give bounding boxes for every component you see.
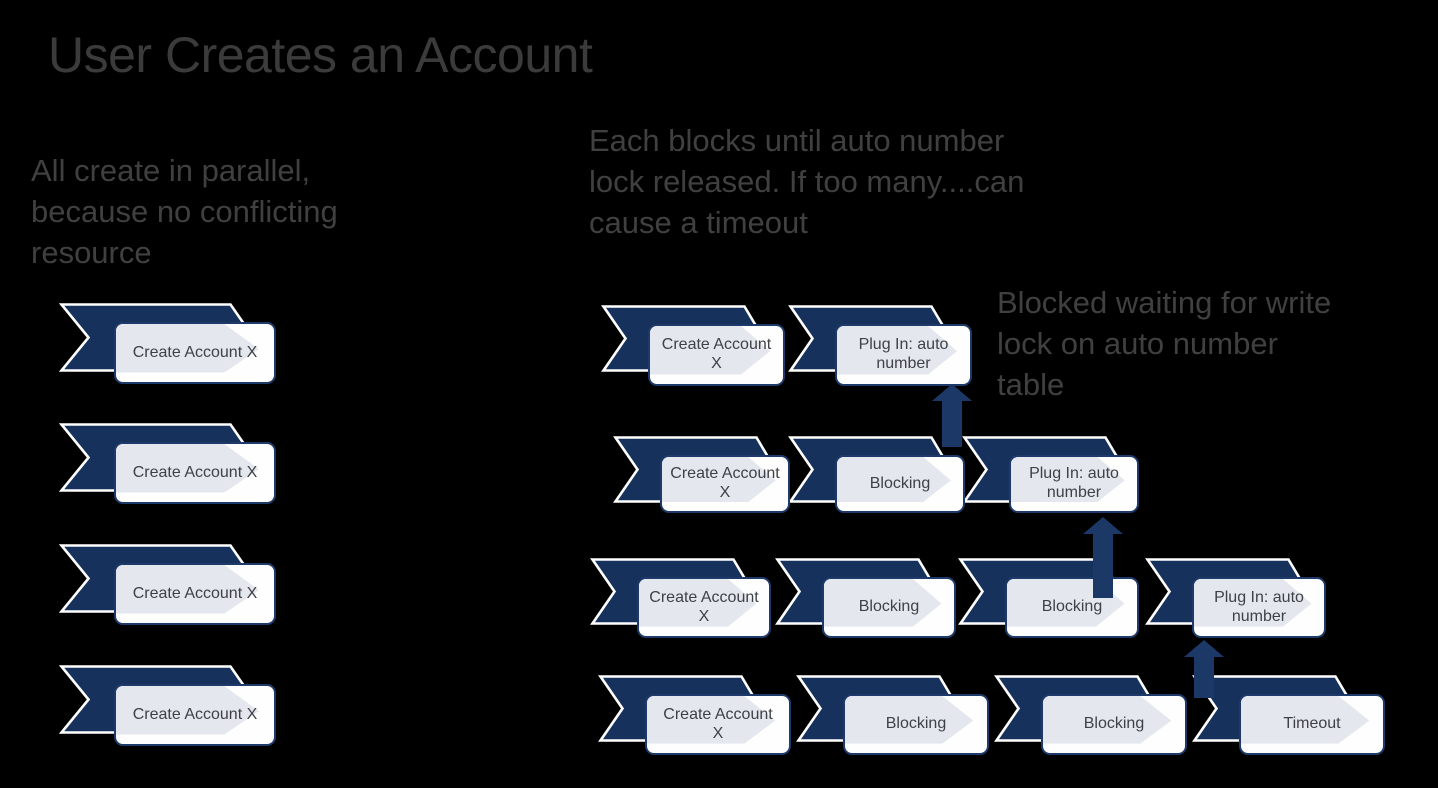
- process-step-label: Create Account X: [661, 336, 772, 372]
- process-step-box: Create Account X: [114, 322, 276, 384]
- process-step-label: Plug In: auto number: [1214, 588, 1304, 625]
- process-step-box: Create Account X: [660, 455, 790, 513]
- process-step-box: Plug In: auto number: [835, 324, 972, 386]
- process-step-box: Create Account X: [648, 324, 785, 386]
- process-step-label: Blocking: [869, 474, 931, 492]
- process-step-box: Create Account X: [114, 563, 276, 625]
- process-step-box: Plug In: auto number: [1009, 455, 1139, 513]
- process-step-box: Blocking: [1041, 694, 1187, 755]
- process-step-label: Blocking: [1041, 598, 1103, 616]
- annotation-blocking-note: Each blocks until auto number lock relea…: [589, 123, 1025, 240]
- process-step-box: Blocking: [822, 577, 956, 638]
- process-step-box: Create Account X: [645, 694, 791, 755]
- process-step-label: Create Account X: [132, 343, 258, 361]
- process-step-label: Create Account X: [132, 705, 258, 723]
- process-step-box: Blocking: [835, 455, 965, 513]
- chevron-watermark: [116, 444, 259, 493]
- chevron-watermark: [1241, 696, 1370, 744]
- arrow-row2-to-row1-plugin-icon: [932, 384, 972, 447]
- chevron-watermark: [116, 324, 259, 373]
- chevron-watermark: [837, 326, 958, 375]
- process-step-box: Timeout: [1239, 694, 1385, 755]
- chevron-watermark: [639, 579, 757, 627]
- process-step-label: Plug In: auto number: [858, 336, 949, 372]
- annotation-parallel-note: All create in parallel, because no confl…: [31, 153, 338, 270]
- process-step-label: Plug In: auto number: [1029, 465, 1119, 501]
- slide-title: User Creates an Account: [48, 27, 593, 83]
- chevron-watermark: [824, 579, 942, 627]
- process-step-box: Create Account X: [114, 442, 276, 504]
- chevron-watermark: [1043, 696, 1172, 744]
- process-step-label: Blocking: [1083, 715, 1145, 733]
- chevron-watermark: [647, 696, 776, 744]
- chevron-watermark: [837, 457, 951, 503]
- chevron-watermark: [116, 565, 259, 614]
- process-step-label: Timeout: [1283, 715, 1341, 733]
- process-step-label: Create Account X: [132, 463, 258, 481]
- process-step-label: Create Account X: [663, 705, 773, 742]
- chevron-watermark: [662, 457, 776, 503]
- process-step-label: Create Account X: [649, 588, 759, 625]
- process-step-box: Plug In: auto number: [1192, 577, 1326, 638]
- process-step-box: Create Account X: [637, 577, 771, 638]
- arrow-row4-to-row3-plugin-icon: [1184, 640, 1224, 698]
- chevron-watermark: [1011, 457, 1125, 503]
- process-step-box: Create Account X: [114, 684, 276, 746]
- process-step-label: Create Account X: [132, 584, 258, 602]
- annotation-write-lock-note: Blocked waiting for write lock on auto n…: [997, 285, 1332, 402]
- chevron-watermark: [845, 696, 974, 744]
- chevron-watermark: [116, 686, 259, 735]
- process-step-label: Create Account X: [670, 465, 780, 501]
- process-step-label: Blocking: [885, 715, 947, 733]
- chevron-watermark: [650, 326, 771, 375]
- chevron-watermark: [1194, 579, 1312, 627]
- arrow-row3-to-row2-plugin-icon: [1083, 517, 1123, 598]
- process-step-box: Blocking: [843, 694, 989, 755]
- process-step-label: Blocking: [858, 598, 920, 616]
